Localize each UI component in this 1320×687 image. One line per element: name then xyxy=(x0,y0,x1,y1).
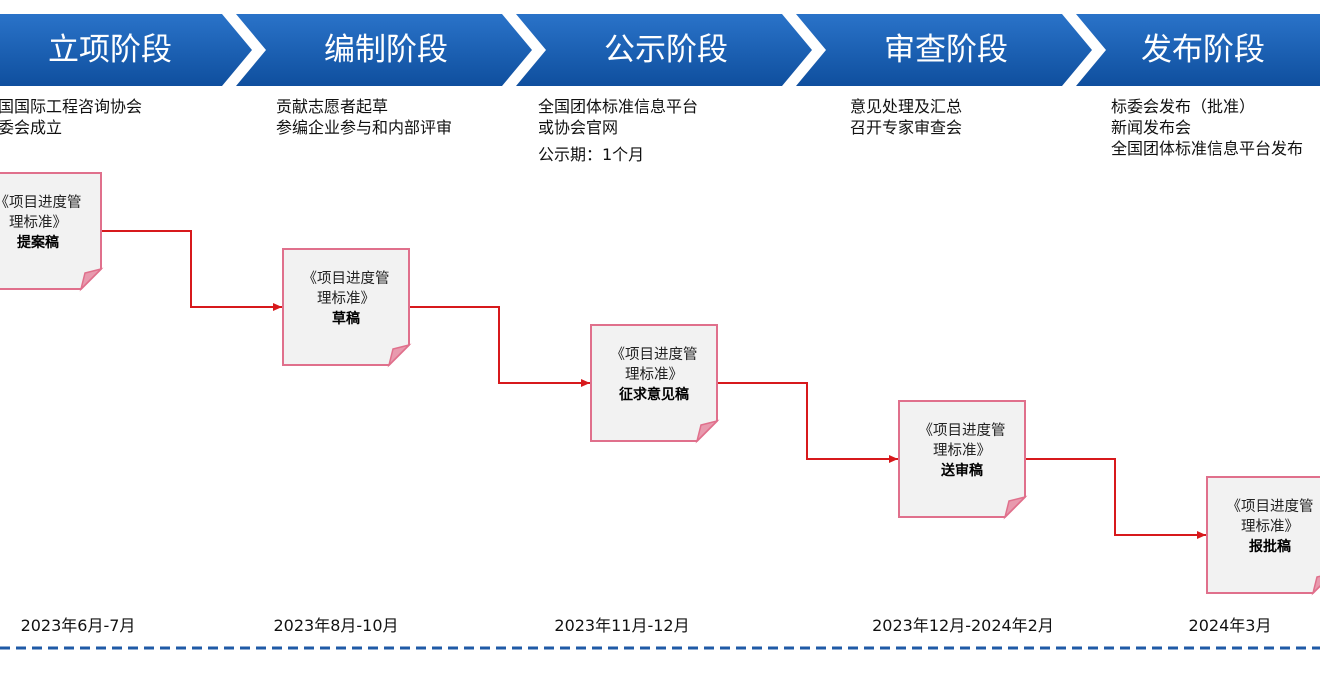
doc-title-line: 《项目进度管 xyxy=(302,271,390,287)
doc-fold-2 xyxy=(387,343,412,368)
doc-title-line: 理标准》 xyxy=(317,291,375,307)
doc-title-line: 理标准》 xyxy=(625,367,683,383)
chevron-separator-3 xyxy=(782,14,826,86)
doc-card-5: 《项目进度管 理标准》 报批稿 xyxy=(1207,477,1320,593)
connector-arrow-2 xyxy=(409,306,590,387)
stage-label-1: 立项阶段 xyxy=(48,32,172,68)
stage-banner xyxy=(0,14,1320,86)
doc-card-3: 《项目进度管 理标准》 征求意见稿 xyxy=(591,325,717,441)
doc-title-line: 《项目进度管 xyxy=(1226,499,1314,515)
doc-title-line: 理标准》 xyxy=(933,443,991,459)
stage-label-2: 编制阶段 xyxy=(324,32,448,68)
connectors xyxy=(101,230,1206,539)
doc-name: 提案稿 xyxy=(17,235,59,251)
doc-fold-3 xyxy=(695,419,720,444)
stage-desc-3: 全国团体标准信息平台 或协会官网 公示期：1个月 xyxy=(538,96,698,165)
stage-label-4: 审查阶段 xyxy=(884,32,1008,68)
connector-arrow-4 xyxy=(1025,458,1206,539)
doc-name: 送审稿 xyxy=(941,463,983,479)
connector-arrow-3 xyxy=(717,382,898,463)
doc-name: 报批稿 xyxy=(1249,539,1291,555)
desc-line: 参编企业参与和内部评审 xyxy=(276,118,453,137)
doc-name: 草稿 xyxy=(332,311,360,327)
chevron-separator-1 xyxy=(222,14,266,86)
stage-date-3: 2023年11月-12月 xyxy=(554,616,690,635)
desc-line: 召开专家审查会 xyxy=(850,118,963,137)
desc-line: 委会成立 xyxy=(0,118,63,137)
doc-title-line: 理标准》 xyxy=(1241,519,1299,535)
stage-desc-4: 意见处理及汇总 召开专家审查会 xyxy=(850,96,962,138)
desc-line: 标委会发布（批准） xyxy=(1111,97,1256,116)
doc-title-line: 《项目进度管 xyxy=(610,347,698,363)
doc-title-line: 《项目进度管 xyxy=(0,195,82,211)
stage-desc-2: 贡献志愿者起草 参编企业参与和内部评审 xyxy=(276,96,452,138)
desc-line: 意见处理及汇总 xyxy=(850,97,963,116)
desc-line: 国国际工程咨询协会 xyxy=(0,97,143,116)
desc-line: 全国团体标准信息平台发布 xyxy=(1111,139,1304,158)
chevron-separator-2 xyxy=(502,14,546,86)
stage-desc-1: 国国际工程咨询协会 委会成立 xyxy=(0,96,142,138)
doc-fold-5 xyxy=(1311,575,1320,596)
doc-card-4: 《项目进度管 理标准》 送审稿 xyxy=(899,401,1025,517)
stage-date-1: 2023年6月-7月 xyxy=(20,616,136,635)
doc-card-2: 《项目进度管 理标准》 草稿 xyxy=(283,249,409,365)
desc-line: 或协会官网 xyxy=(538,118,619,137)
desc-line: 新闻发布会 xyxy=(1111,118,1192,137)
stage-label-3: 公示阶段 xyxy=(604,32,728,68)
doc-title-line: 理标准》 xyxy=(9,215,67,231)
stage-label-5: 发布阶段 xyxy=(1141,32,1265,68)
stage-desc-5: 标委会发布（批准） 新闻发布会 全国团体标准信息平台发布 xyxy=(1111,96,1303,159)
doc-title-line: 《项目进度管 xyxy=(918,423,1006,439)
doc-fold-4 xyxy=(1003,495,1028,520)
desc-line: 贡献志愿者起草 xyxy=(276,97,389,116)
stage-date-5: 2024年3月 xyxy=(1188,616,1272,635)
doc-fold-1 xyxy=(79,267,104,292)
connector-arrow-1 xyxy=(101,230,282,311)
doc-shape-5 xyxy=(1206,476,1320,594)
desc-note: 公示期：1个月 xyxy=(538,145,645,164)
stage-date-2: 2023年8月-10月 xyxy=(273,616,399,635)
chevron-separator-4 xyxy=(1062,14,1106,86)
doc-name: 征求意见稿 xyxy=(619,387,689,403)
stage-date-4: 2023年12月-2024年2月 xyxy=(872,616,1054,635)
desc-line: 全国团体标准信息平台 xyxy=(538,97,699,116)
doc-card-1: 《项目进度管 理标准》 提案稿 xyxy=(0,173,101,289)
document-shapes xyxy=(0,172,1320,596)
